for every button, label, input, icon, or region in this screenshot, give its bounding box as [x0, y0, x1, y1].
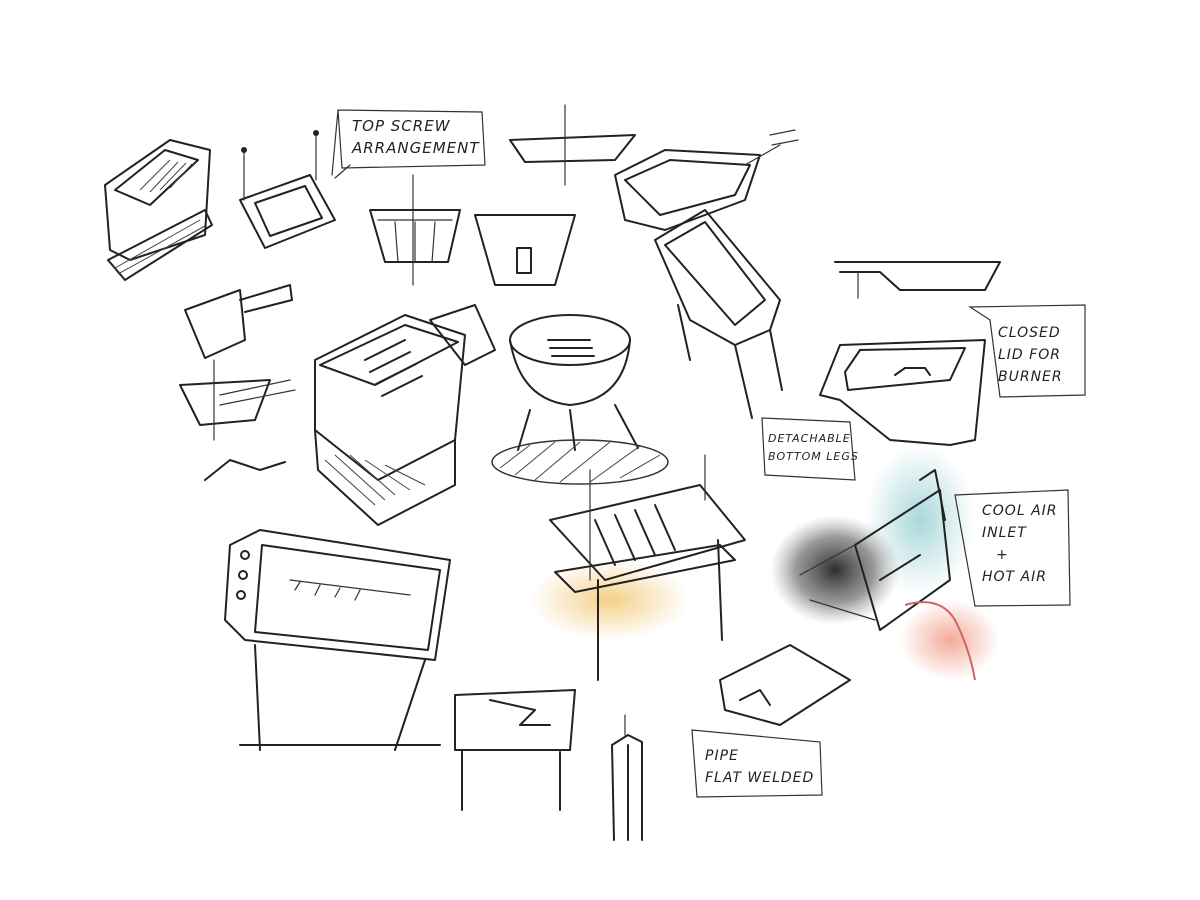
- note-line: BURNER: [998, 369, 1063, 385]
- note-line: +: [996, 547, 1009, 563]
- note-closed-lid: CLOSED LID FOR BURNER: [998, 322, 1063, 388]
- square-pipe-sketch: [611, 714, 643, 841]
- callout-boxes: [331, 109, 1086, 798]
- note-line: PIPE: [705, 748, 739, 764]
- bucket-on-legs-sketch: [654, 209, 783, 419]
- note-line: INLET: [982, 525, 1027, 541]
- note-line: CLOSED: [998, 325, 1061, 341]
- note-line: LID FOR: [998, 347, 1061, 363]
- note-line: BOTTOM LEGS: [768, 450, 859, 463]
- note-detachable-legs: DETACHABLE BOTTOM LEGS: [768, 430, 859, 466]
- bowl-burner-sketch: [474, 214, 576, 286]
- pan-sketch: [509, 104, 636, 186]
- round-grill-sketch: [491, 314, 669, 485]
- flat-tray-sketch: [549, 454, 746, 681]
- screw-plate-sketch: [239, 130, 351, 249]
- cup-handle-sketch: [184, 284, 293, 359]
- note-top-screw: TOP SCREW ARRANGEMENT: [352, 115, 480, 159]
- note-line: COOL AIR: [982, 503, 1058, 519]
- basket-sketch: [369, 174, 461, 286]
- note-line: DETACHABLE: [768, 432, 851, 445]
- note-line: FLAT WELDED: [705, 770, 815, 786]
- section-sketch: [179, 359, 296, 481]
- note-line: ARRANGEMENT: [352, 139, 480, 157]
- frame-sketch: [454, 689, 576, 811]
- hot-wash: [900, 600, 1000, 680]
- air-blower-sketch: [799, 469, 976, 681]
- tall-container-sketch: [104, 139, 213, 281]
- cube-grill-sketch: [314, 304, 496, 526]
- shadow-wash: [770, 515, 900, 625]
- note-pipe: PIPE FLAT WELDED: [705, 745, 814, 789]
- note-air: COOL AIR INLET + HOT AIR: [982, 500, 1058, 588]
- note-line: HOT AIR: [982, 569, 1047, 585]
- pipe-flat-sketch: [719, 644, 851, 726]
- note-line: TOP SCREW: [352, 117, 451, 135]
- closed-lid-grill-sketch: [819, 339, 986, 446]
- warm-wash: [530, 560, 690, 640]
- side-profile-sketch: [834, 261, 1001, 299]
- tilted-tray-sketch: [614, 129, 799, 231]
- oven-grill-sketch: [224, 529, 451, 751]
